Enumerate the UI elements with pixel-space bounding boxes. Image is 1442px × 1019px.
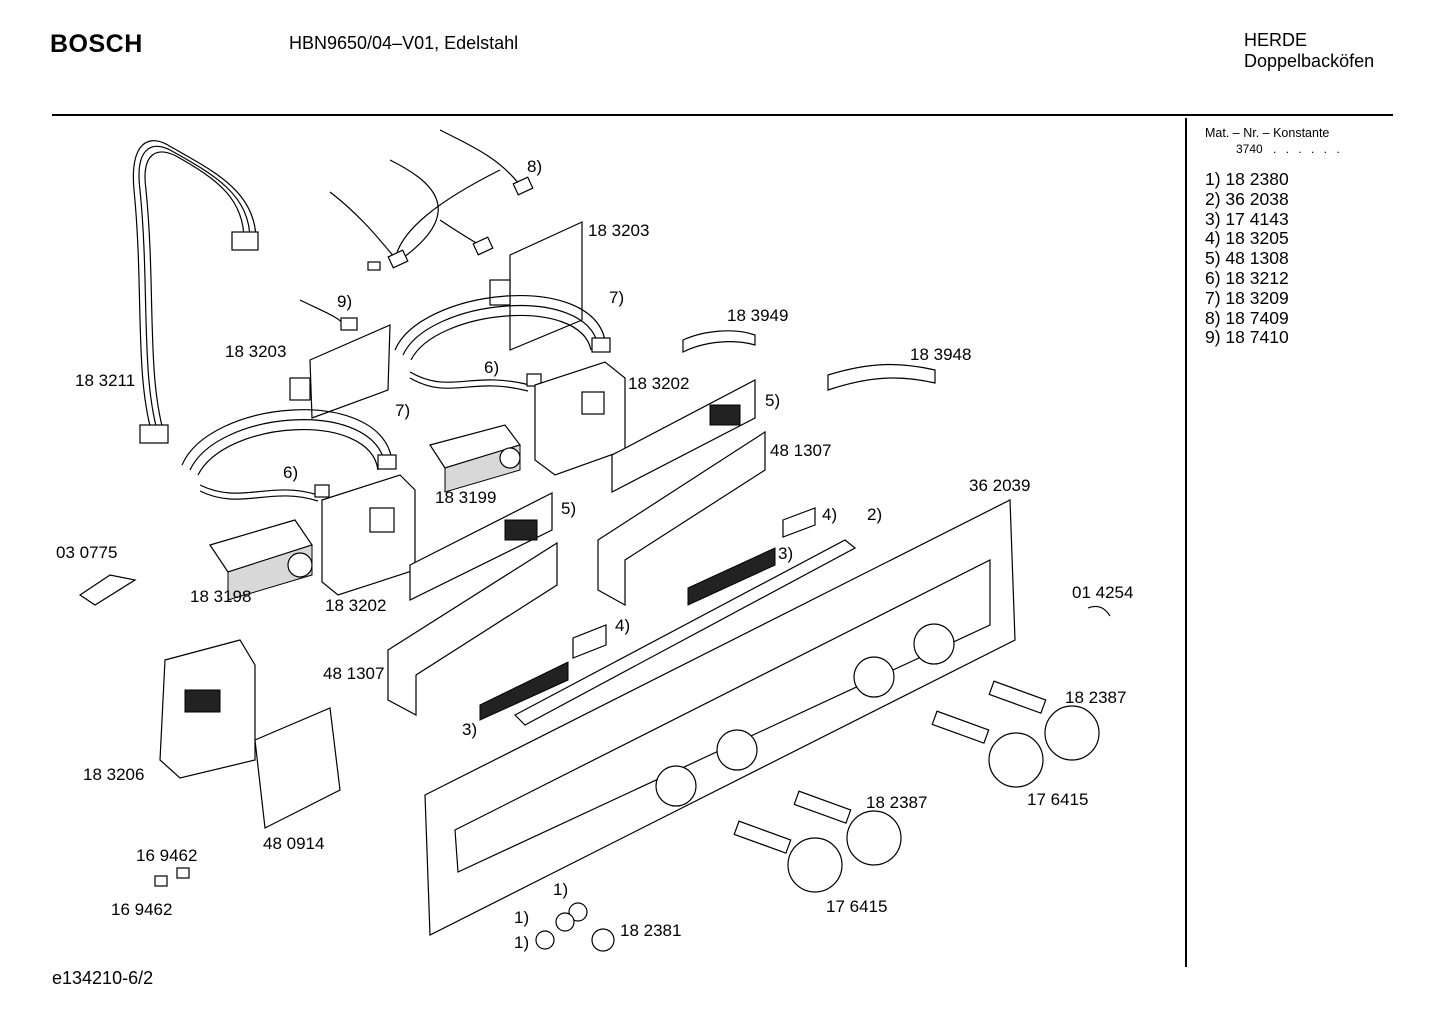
legend-item: 7) 18 3209	[1205, 287, 1289, 308]
callout-label: 3)	[778, 544, 793, 563]
brand-logo: BOSCH	[50, 30, 143, 58]
callout-label: 2)	[867, 505, 882, 524]
callout-label: 18 3199	[435, 488, 496, 507]
parts-legend: 1) 18 2380 2) 36 2038 3) 17 4143 4) 18 3…	[1205, 169, 1289, 348]
legend-item: 9) 18 7410	[1205, 327, 1289, 348]
callout-label: 5)	[765, 391, 780, 410]
wire-part	[199, 371, 542, 502]
ribbon-cable-part	[132, 140, 259, 444]
misc-part	[78, 574, 1111, 887]
callout-label: 6)	[283, 463, 298, 482]
callout-label: 18 3203	[225, 342, 286, 361]
ribbon-connector-part	[682, 330, 936, 391]
legend-item: 1) 18 2380	[1205, 169, 1289, 189]
callout-label: 18 3202	[628, 374, 689, 393]
callout-label: 7)	[395, 401, 410, 420]
callout-label: 18 2387	[866, 793, 927, 812]
window-part	[572, 507, 816, 659]
knob-part	[535, 680, 1100, 952]
category-subtitle: Doppelbacköfen	[1244, 51, 1375, 71]
exploded-parts-diagram: 8) 18 3203 7) 9) 18 3949 18 3203 18 3948…	[56, 129, 1133, 952]
legend-item: 4) 18 3205	[1205, 228, 1289, 249]
konstante-value: 3740	[1236, 142, 1263, 156]
legend-item: 8) 18 7409	[1205, 307, 1289, 328]
front-panel-part	[424, 499, 1016, 936]
callout-label: 18 3198	[190, 587, 251, 606]
connector-part	[299, 299, 358, 331]
category-title: HERDE	[1244, 30, 1308, 50]
konstante-label: Mat. – Nr. – Konstante	[1205, 126, 1330, 140]
callout-label: 1)	[514, 933, 529, 952]
callout-label: 18 3203	[588, 221, 649, 240]
display-panel-part	[409, 379, 756, 601]
drawing-code: e134210-6/2	[52, 968, 154, 988]
legend-item: 2) 36 2038	[1205, 188, 1289, 209]
callout-label: 6)	[484, 358, 499, 377]
callout-label: 48 0914	[263, 834, 324, 853]
header-divider	[52, 114, 1393, 116]
circuit-board-part	[289, 221, 583, 419]
callout-label: 4)	[615, 616, 630, 635]
callout-label: 1)	[553, 880, 568, 899]
callout-label: 18 3948	[910, 345, 971, 364]
callout-label: 7)	[609, 288, 624, 307]
wire-harness-part	[329, 129, 534, 271]
callout-label: 5)	[561, 499, 576, 518]
callout-label: 18 3949	[727, 306, 788, 325]
callout-label: 16 9462	[111, 900, 172, 919]
legend-item: 3) 17 4143	[1205, 208, 1289, 229]
callout-label: 18 2387	[1065, 688, 1126, 707]
callout-label: 1)	[514, 908, 529, 927]
callout-label: 01 4254	[1072, 583, 1133, 602]
callout-label: 18 3206	[83, 765, 144, 784]
legend-item: 6) 18 3212	[1205, 267, 1289, 288]
callout-label: 17 6415	[826, 897, 887, 916]
callout-label: 17 6415	[1027, 790, 1088, 809]
display-frame-part	[387, 430, 766, 717]
legend-divider	[1185, 118, 1187, 967]
selector-switch-part	[209, 424, 521, 601]
callout-label: 03 0775	[56, 543, 117, 562]
callout-label: 48 1307	[770, 441, 831, 460]
button-strip-part	[479, 539, 857, 726]
flat-cable-part	[181, 295, 611, 476]
callout-label: 9)	[337, 292, 352, 311]
callout-label: 8)	[527, 157, 542, 176]
callout-label: 18 3211	[75, 371, 135, 390]
legend-item: 5) 48 1308	[1205, 248, 1289, 269]
callout-label: 4)	[822, 505, 837, 524]
callout-label: 48 1307	[323, 664, 384, 683]
callout-label: 16 9462	[136, 846, 197, 865]
model-title: HBN9650/04–V01, Edelstahl	[289, 33, 519, 53]
konstante-dots: . . . . . .	[1273, 142, 1343, 156]
callout-label: 36 2039	[969, 476, 1030, 495]
callout-label: 18 2381	[620, 921, 681, 940]
callout-label: 18 3202	[325, 596, 386, 615]
callout-label: 3)	[462, 720, 477, 739]
